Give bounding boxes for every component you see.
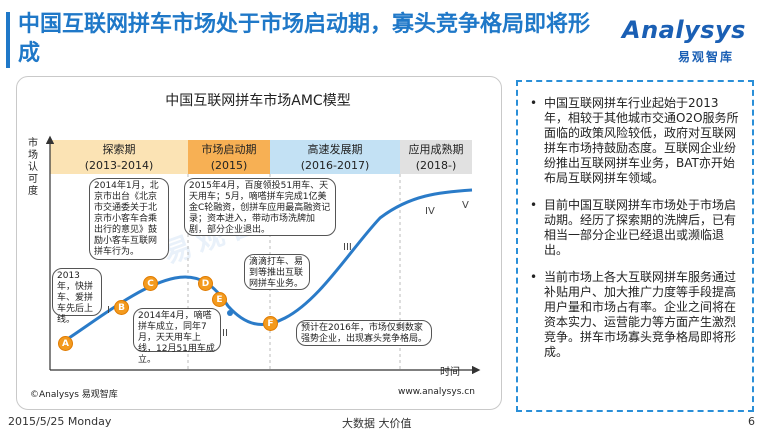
stage-growth: 高速发展期 (2016-2017) bbox=[270, 140, 400, 174]
page-number: 6 bbox=[748, 415, 755, 428]
info-panel: • 中国互联网拼车行业起始于2013年，相较于其他城市交通O2O服务所面临的政策… bbox=[516, 80, 754, 412]
marker-b: B bbox=[114, 300, 129, 315]
marker-e: E bbox=[212, 292, 227, 307]
roman-label-2: II bbox=[222, 328, 228, 339]
marker-a: A bbox=[58, 336, 73, 351]
roman-label-1: I bbox=[107, 305, 110, 316]
stage-launch-name: 市场启动期 bbox=[201, 143, 257, 156]
title-accent-bar bbox=[6, 12, 10, 68]
stage-exploration-name: 探索期 bbox=[102, 143, 136, 156]
annotation-a: 2013年，快拼车、爱拼车先后上线。 bbox=[52, 268, 102, 325]
info-bullet-3: • 当前市场上各大互联网拼车服务通过补贴用户、加大推广力度等手段提高用户量和市场… bbox=[526, 270, 742, 360]
info-bullet-1: • 中国互联网拼车行业起始于2013年，相较于其他城市交通O2O服务所面临的政策… bbox=[526, 96, 742, 186]
logo-sub: 易观智库 bbox=[678, 50, 735, 64]
chart-copyright: ©Analysys 易观智库 bbox=[30, 390, 118, 400]
curve-dot bbox=[227, 310, 233, 316]
stage-launch: 市场启动期 (2015) bbox=[188, 140, 270, 174]
marker-d: D bbox=[198, 276, 213, 291]
roman-label-4: IV bbox=[425, 206, 435, 217]
bullet-dot-icon: • bbox=[530, 96, 538, 110]
info-bullet-2: • 目前中国互联网拼车市场处于市场启动期。经历了探索期的洗牌后，已有相当一部分企… bbox=[526, 198, 742, 258]
annotation-f: 预计在2016年，市场仅剩数家强势企业，出现寡头竞争格局。 bbox=[296, 320, 432, 346]
chart-website: www.analysys.cn bbox=[398, 387, 475, 397]
page-title: 中国互联网拼车市场处于市场启动期，寡头竞争格局即将形成 bbox=[18, 12, 591, 66]
stage-mature: 应用成熟期 (2018-) bbox=[400, 140, 472, 174]
footer-date: 2015/5/25 Monday bbox=[8, 415, 112, 428]
x-axis-label: 时间 bbox=[440, 367, 460, 378]
info-bullet-2-text: 目前中国互联网拼车市场处于市场启动期。经历了探索期的洗牌后，已有相当一部分企业已… bbox=[544, 198, 737, 257]
footer-slogan: 大数据 大价值 bbox=[342, 417, 412, 430]
info-bullet-1-text: 中国互联网拼车行业起始于2013年，相较于其他城市交通O2O服务所面临的政策风险… bbox=[544, 96, 739, 185]
analysys-logo: Analysys 易观智库 bbox=[622, 14, 762, 64]
logo-mark: Analysys bbox=[622, 16, 746, 44]
bullet-dot-icon: • bbox=[530, 270, 538, 284]
info-bullet-3-text: 当前市场上各大互联网拼车服务通过补贴用户、加大推广力度等手段提高用户量和市场占有… bbox=[544, 270, 737, 359]
stage-growth-name: 高速发展期 bbox=[307, 143, 363, 156]
roman-label-3: III bbox=[343, 242, 352, 253]
marker-c: C bbox=[143, 276, 158, 291]
bullet-dot-icon: • bbox=[530, 198, 538, 212]
annotation-b: 2014年1月，北京市出台《北京市交通委关于北京市小客车合乘出行的意见》鼓励小客… bbox=[89, 178, 169, 260]
stage-growth-period: (2016-2017) bbox=[300, 159, 370, 172]
stage-mature-period: (2018-) bbox=[415, 159, 457, 172]
stage-launch-period: (2015) bbox=[210, 159, 248, 172]
stage-exploration-period: (2013-2014) bbox=[84, 159, 154, 172]
roman-label-5: V bbox=[462, 200, 469, 211]
chart-title: 中国互联网拼车市场AMC模型 bbox=[165, 93, 351, 109]
annotation-e: 滴滴打车、易到等推出互联网拼车业务。 bbox=[244, 254, 310, 290]
y-axis-label: 市场认可度 bbox=[28, 138, 38, 197]
stage-exploration: 探索期 (2013-2014) bbox=[50, 140, 188, 174]
annotation-d: 2015年4月，百度领投51用车、天天用车；5月，嘀嗒拼车完成1亿美金C轮融资，… bbox=[184, 178, 336, 236]
annotation-c: 2014年4月，嘀嗒拼车成立，同年7月，天天用车上线，12月51用车成立。 bbox=[133, 308, 221, 365]
marker-f: F bbox=[263, 316, 278, 331]
stage-mature-name: 应用成熟期 bbox=[408, 143, 464, 156]
